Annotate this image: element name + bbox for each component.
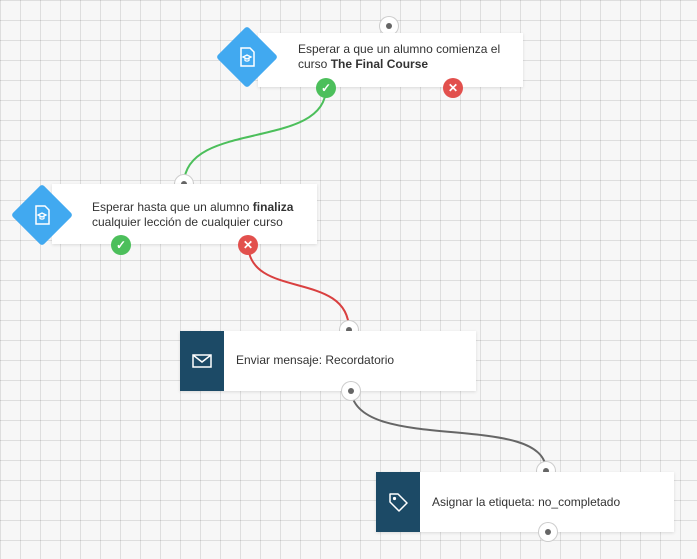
node2-no-badge[interactable]: ✕ (238, 235, 258, 255)
no-x-icon: ✕ (447, 81, 459, 95)
node4-text: Asignar la etiqueta: no_completado (432, 495, 621, 509)
action-square (180, 331, 224, 391)
node2-yes-badge[interactable]: ✓ (111, 235, 131, 255)
wait-course-start-node[interactable]: Esperar a que un alumno comienza el curs… (258, 33, 523, 87)
node2-text: Esperar hasta que un alumno finaliza cua… (92, 200, 314, 230)
node1-yes-badge[interactable]: ✓ (316, 78, 336, 98)
connector-yes-path (183, 87, 327, 184)
assign-tag-node[interactable]: Asignar la etiqueta: no_completado (376, 472, 674, 532)
node2-text-bold: finaliza (252, 200, 294, 214)
node1-text-prefix: Esperar a que un alumno comienza el curs… (298, 42, 501, 71)
node1-text: Esperar a que un alumno comienza el curs… (298, 42, 513, 72)
course-document-icon (240, 47, 255, 67)
node3-output-port[interactable] (342, 382, 360, 400)
yes-check-icon: ✓ (115, 238, 127, 252)
no-x-icon: ✕ (242, 238, 254, 252)
node3-text: Enviar mensaje: Recordatorio (236, 353, 395, 367)
send-message-node[interactable]: Enviar mensaje: Recordatorio (180, 331, 476, 391)
node2-text-suffix: cualquier lección de cualquier curso (92, 215, 283, 229)
envelope-icon (192, 354, 212, 368)
tag-icon (389, 493, 408, 512)
node1-input-port[interactable] (380, 17, 398, 35)
yes-check-icon: ✓ (320, 81, 332, 95)
wait-lesson-complete-node[interactable]: Esperar hasta que un alumno finaliza cua… (52, 184, 317, 244)
action-square (376, 472, 420, 532)
connector-neutral-path (350, 389, 547, 471)
connector-no-path (247, 244, 350, 330)
node4-output-port[interactable] (539, 523, 557, 541)
node1-course-name: The Final Course (330, 57, 429, 71)
course-document-icon (35, 205, 50, 225)
node1-no-badge[interactable]: ✕ (443, 78, 463, 98)
node2-text-prefix: Esperar hasta que un alumno (92, 200, 253, 214)
